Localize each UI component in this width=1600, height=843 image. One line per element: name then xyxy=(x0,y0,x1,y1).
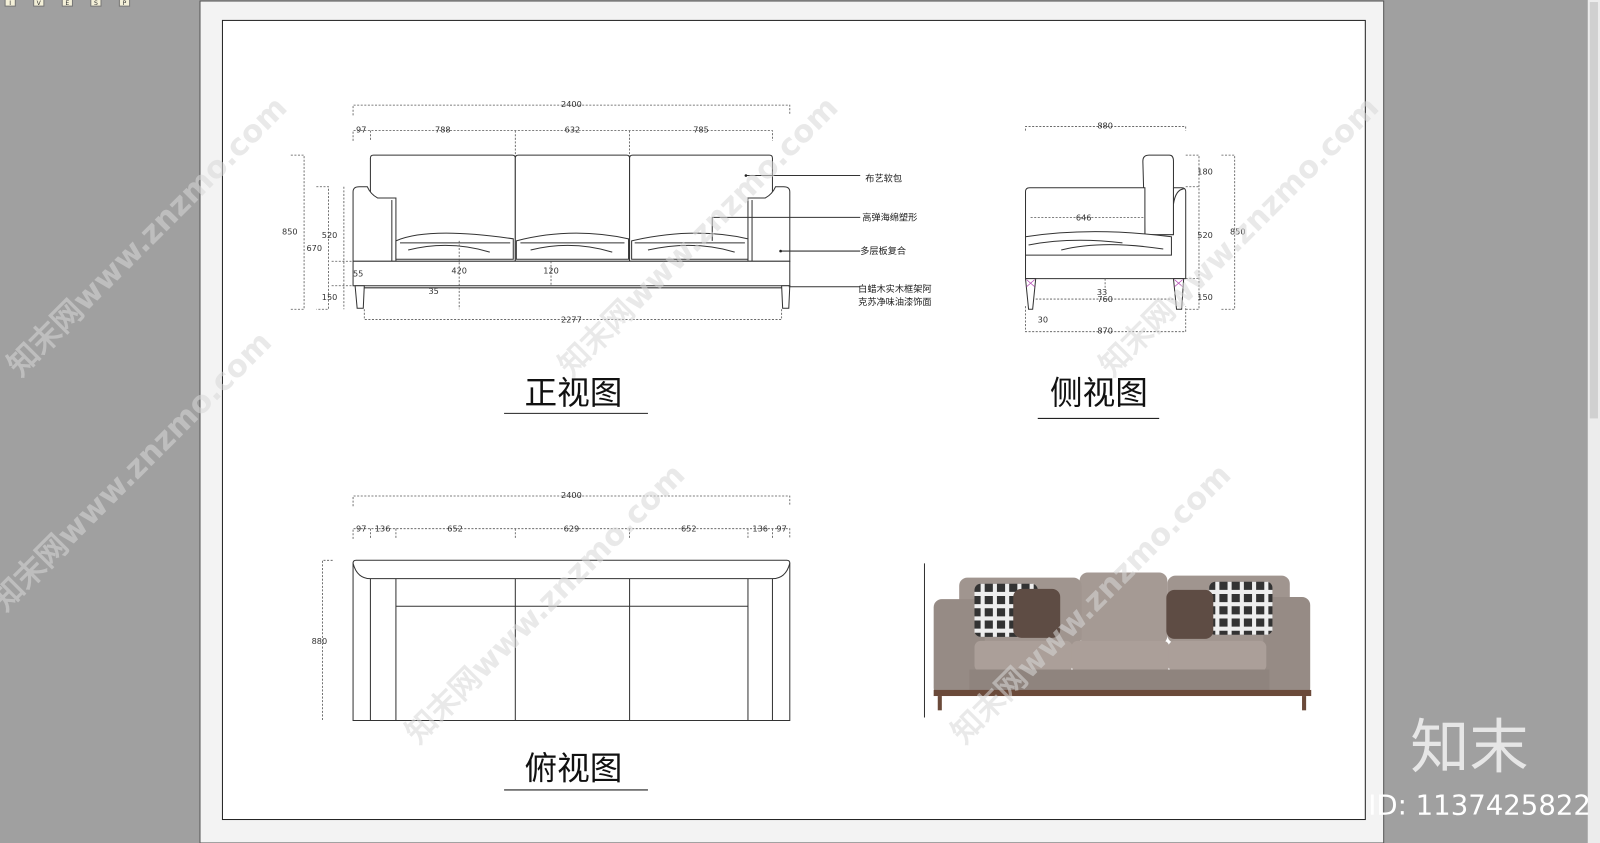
svg-text:670: 670 xyxy=(306,243,322,253)
toolbar: I V E S P xyxy=(4,0,131,7)
svg-text:420: 420 xyxy=(451,266,467,276)
svg-text:760: 760 xyxy=(1097,294,1113,304)
vertical-scrollbar[interactable] xyxy=(1587,0,1600,843)
svg-text:646: 646 xyxy=(1076,212,1092,222)
svg-text:629: 629 xyxy=(564,524,580,534)
svg-text:880: 880 xyxy=(312,636,328,646)
svg-text:30: 30 xyxy=(1038,315,1048,325)
svg-text:2277: 2277 xyxy=(561,315,582,325)
front-view-title: 正视图 xyxy=(525,374,623,412)
tool-button-v[interactable]: V xyxy=(33,0,45,7)
scrollbar-thumb[interactable] xyxy=(1589,2,1598,419)
top-view-title: 俯视图 xyxy=(525,750,623,788)
svg-text:150: 150 xyxy=(322,292,338,302)
svg-text:136: 136 xyxy=(752,524,768,534)
svg-text:55: 55 xyxy=(353,269,363,279)
svg-text:520: 520 xyxy=(322,230,338,240)
watermark-id: ID: 1137425822 xyxy=(1368,789,1591,821)
svg-text:P: P xyxy=(123,0,127,7)
svg-text:180: 180 xyxy=(1197,167,1213,177)
side-view-title: 侧视图 xyxy=(1050,374,1148,412)
svg-text:97: 97 xyxy=(776,524,786,534)
svg-text:S: S xyxy=(94,0,98,7)
tool-button-p[interactable]: P xyxy=(118,0,131,7)
tool-button-s[interactable]: S xyxy=(90,0,102,7)
svg-text:33: 33 xyxy=(1097,287,1107,297)
svg-text:I: I xyxy=(9,0,11,7)
svg-text:2400: 2400 xyxy=(561,490,582,500)
svg-text:97: 97 xyxy=(356,524,366,534)
callout-finish: 克苏净味油漆饰面 xyxy=(858,296,931,308)
svg-text:V: V xyxy=(37,0,42,7)
svg-text:850: 850 xyxy=(1230,227,1246,237)
svg-text:788: 788 xyxy=(435,125,451,135)
sofa-photo xyxy=(923,563,1312,718)
svg-text:136: 136 xyxy=(375,524,391,534)
front-view: 2400 97 788 632 785 850 670 520 150 55 4… xyxy=(282,99,932,414)
svg-text:E: E xyxy=(65,0,69,7)
svg-text:632: 632 xyxy=(565,125,581,135)
svg-text:652: 652 xyxy=(447,524,463,534)
svg-text:850: 850 xyxy=(282,227,298,237)
svg-text:97: 97 xyxy=(356,125,366,135)
svg-text:120: 120 xyxy=(543,266,559,276)
top-view: 2400 97 136 652 629 652 136 97 880 俯视图 xyxy=(312,490,791,791)
watermark-logo: 知末 xyxy=(1410,712,1528,781)
tool-button-e[interactable]: E xyxy=(61,0,73,7)
svg-text:520: 520 xyxy=(1197,230,1213,240)
callout-fabric: 布艺软包 xyxy=(865,173,902,185)
svg-text:785: 785 xyxy=(693,125,709,135)
side-view: 880 646 180 520 150 850 33 760 30 870 侧视… xyxy=(1024,121,1246,419)
svg-text:150: 150 xyxy=(1197,292,1213,302)
svg-text:870: 870 xyxy=(1097,326,1113,336)
svg-text:880: 880 xyxy=(1097,121,1113,131)
svg-text:35: 35 xyxy=(428,286,438,296)
tool-button-i[interactable]: I xyxy=(4,0,16,7)
callout-plywood: 多层板复合 xyxy=(860,245,906,257)
callout-foam: 高弹海绵塑形 xyxy=(862,211,917,223)
svg-text:2400: 2400 xyxy=(561,99,582,109)
callout-frame: 白蜡木实木框架阿 xyxy=(858,283,931,295)
svg-text:652: 652 xyxy=(681,524,697,534)
